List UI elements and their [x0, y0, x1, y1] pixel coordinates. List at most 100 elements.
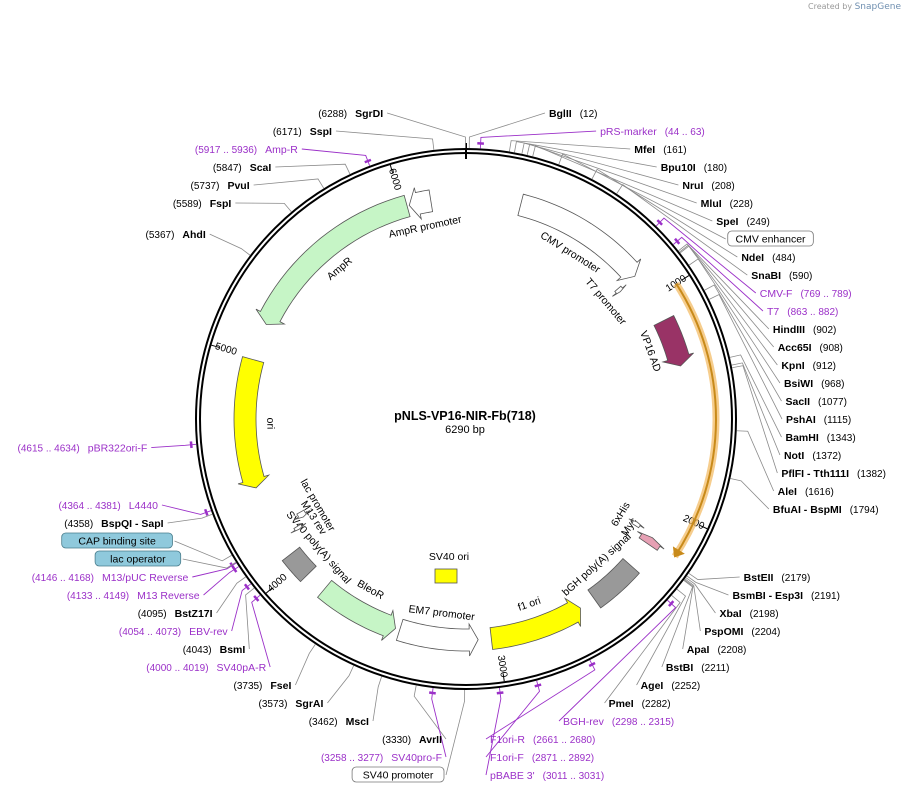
- site-sacii[interactable]: SacII(1077): [785, 396, 846, 408]
- site-name: PshAI: [786, 414, 816, 426]
- feature-myc[interactable]: [637, 531, 665, 551]
- primer-pbabe-3[interactable]: pBABE 3'(3011 .. 3031): [490, 770, 604, 782]
- boxed-feature-lac-operator[interactable]: [94, 550, 182, 567]
- boxed-feature-label: CAP binding site: [78, 536, 156, 548]
- site-noti[interactable]: NotI(1372): [784, 450, 841, 462]
- site-position: (180): [704, 163, 727, 174]
- site-snabi[interactable]: SnaBI(590): [751, 270, 812, 282]
- site-xbai[interactable]: XbaI(2198): [719, 608, 778, 620]
- site-ahdi[interactable]: (5367)AhdI: [146, 229, 206, 241]
- feature-m13-rev[interactable]: [290, 522, 307, 534]
- feature-vp16-ad[interactable]: [653, 315, 694, 367]
- site-ndei[interactable]: NdeI(484): [741, 252, 795, 264]
- primer-t7[interactable]: T7(863 .. 882): [767, 306, 838, 318]
- feature-em7-promoter[interactable]: [395, 618, 479, 657]
- primer-l4440[interactable]: (4364 .. 4381)L4440: [58, 500, 158, 512]
- site-bamhi[interactable]: BamHI(1343): [785, 432, 855, 444]
- site-spei[interactable]: SpeI(249): [716, 216, 770, 228]
- site-name: Acc65I: [778, 342, 812, 354]
- site-alei[interactable]: AleI(1616): [778, 486, 834, 498]
- primer-prs-marker[interactable]: pRS-marker(44 .. 63): [600, 126, 705, 138]
- primer-m13-reverse[interactable]: (4133 .. 4149)M13 Reverse: [67, 590, 200, 602]
- site-position: (6171): [273, 127, 302, 138]
- site-mfei[interactable]: MfeI(161): [634, 144, 686, 156]
- primer-range: (2298 .. 2315): [612, 717, 674, 728]
- feature-ori[interactable]: [233, 356, 271, 489]
- site-sgrai[interactable]: (3573)SgrAI: [259, 698, 324, 710]
- primer-ebv-rev[interactable]: (4054 .. 4073)EBV-rev: [119, 626, 229, 638]
- primer-sv40pa-r[interactable]: (4000 .. 4019)SV40pA-R: [146, 662, 266, 674]
- site-bstz17i[interactable]: (4095)BstZ17I: [138, 608, 213, 620]
- site-pflfi-tth111i[interactable]: PflFI - Tth111I(1382): [781, 468, 886, 480]
- primer-f1ori-r[interactable]: F1ori-R(2661 .. 2680): [490, 734, 595, 746]
- site-bsmbi-esp3i[interactable]: BsmBI - Esp3I(2191): [732, 590, 840, 602]
- leader-line: [203, 566, 239, 596]
- primer-name: SV40pA-R: [217, 662, 267, 674]
- plasmid-name: pNLS-VP16-NIR-Fb(718): [394, 409, 536, 423]
- site-name: BamHI: [785, 432, 818, 444]
- boxed-feature-cmv-enhancer[interactable]: [727, 230, 814, 247]
- feature-bgh-poly-a-signal[interactable]: [587, 557, 640, 609]
- primer-f1ori-f[interactable]: F1ori-F(2871 .. 2892): [490, 752, 594, 764]
- site-scai[interactable]: (5847)ScaI: [213, 162, 272, 174]
- snapgene-brand[interactable]: SnapGene: [854, 2, 901, 12]
- site-bspqi-sapi[interactable]: (4358)BspQI - SapI: [64, 518, 163, 530]
- site-pvui[interactable]: (5737)PvuI: [191, 180, 250, 192]
- feature-lac-promoter[interactable]: [294, 509, 311, 520]
- feature-sv40-ori[interactable]: [434, 568, 458, 584]
- primer-name: F1ori-F: [490, 752, 524, 764]
- site-bsiwi[interactable]: BsiWI(968): [784, 378, 845, 390]
- site-name: NotI: [784, 450, 804, 462]
- feature-f1-ori[interactable]: [489, 597, 581, 650]
- site-pshai[interactable]: PshAI(1115): [786, 414, 851, 426]
- site-avrii[interactable]: (3330)AvrII: [382, 734, 442, 746]
- site-hindiii[interactable]: HindIII(902): [773, 324, 836, 336]
- site-position: (4358): [64, 519, 93, 530]
- site-name: AhdI: [182, 229, 205, 241]
- site-position: (1794): [850, 505, 879, 516]
- site-acc65i[interactable]: Acc65I(908): [778, 342, 843, 354]
- primer-cmv-f[interactable]: CMV-F(769 .. 789): [760, 288, 852, 300]
- feature-cmv-promoter[interactable]: [517, 193, 642, 282]
- primer-sv40pro-f[interactable]: (3258 .. 3277)SV40pro-F: [321, 752, 442, 764]
- boxed-feature-sv40-promoter[interactable]: [351, 766, 445, 783]
- site-sspi[interactable]: (6171)SspI: [273, 126, 332, 138]
- site-pspomi[interactable]: PspOMI(2204): [704, 626, 780, 638]
- primer-range: (5917 .. 5936): [195, 145, 257, 156]
- leader-line: [235, 202, 292, 213]
- primer-m13-puc-reverse[interactable]: (4146 .. 4168)M13/pUC Reverse: [32, 572, 189, 584]
- boxed-feature-cap-binding-site[interactable]: [61, 532, 173, 549]
- site-fsei[interactable]: (3735)FseI: [233, 680, 291, 692]
- site-bsmi[interactable]: (4043)BsmI: [183, 644, 246, 656]
- site-bfuai-bspmi[interactable]: BfuAI - BspMI(1794): [773, 504, 879, 516]
- site-kpni[interactable]: KpnI(912): [781, 360, 836, 372]
- site-bglii[interactable]: BglII(12): [549, 108, 598, 120]
- feature-t7-promoter[interactable]: [612, 284, 627, 297]
- site-name: SacII: [785, 396, 810, 408]
- feature-ampr[interactable]: [255, 194, 411, 325]
- feature-ampr-promoter[interactable]: [408, 187, 434, 221]
- site-pmei[interactable]: PmeI(2282): [609, 698, 671, 710]
- primer-pbr322ori-f[interactable]: (4615 .. 4634)pBR322ori-F: [17, 443, 147, 455]
- site-nrui[interactable]: NruI(208): [682, 180, 734, 192]
- site-agei[interactable]: AgeI(2252): [641, 680, 701, 692]
- primer-name: pBR322ori-F: [88, 443, 148, 455]
- site-msci[interactable]: (3462)MscI: [309, 716, 369, 728]
- site-sgrdi[interactable]: (6288)SgrDI: [318, 108, 383, 120]
- feature-sv40-poly-a-signal[interactable]: [281, 546, 317, 583]
- site-bstbi[interactable]: BstBI(2211): [666, 662, 730, 674]
- tick-label: 6000: [386, 167, 403, 192]
- site-labels[interactable]: (6288)SgrDI BglII(12) (6171)SspI MfeI(161) B…: [17, 108, 886, 783]
- leader-line: [301, 148, 371, 166]
- primer-amp-r[interactable]: (5917 .. 5936)Amp-R: [195, 144, 298, 156]
- site-fspi[interactable]: (5589)FspI: [173, 198, 232, 210]
- site-apai[interactable]: ApaI(2208): [687, 644, 747, 656]
- feature-6xhis[interactable]: [628, 518, 645, 529]
- site-name: SpeI: [716, 216, 738, 228]
- site-mlui[interactable]: MluI(228): [701, 198, 753, 210]
- feature-bleor[interactable]: [316, 579, 396, 641]
- cds-halo-line: [674, 283, 717, 557]
- site-bpu10i[interactable]: Bpu10I(180): [661, 162, 727, 174]
- primer-bgh-rev[interactable]: BGH-rev(2298 .. 2315): [563, 716, 674, 728]
- site-bsteii[interactable]: BstEII(2179): [744, 572, 811, 584]
